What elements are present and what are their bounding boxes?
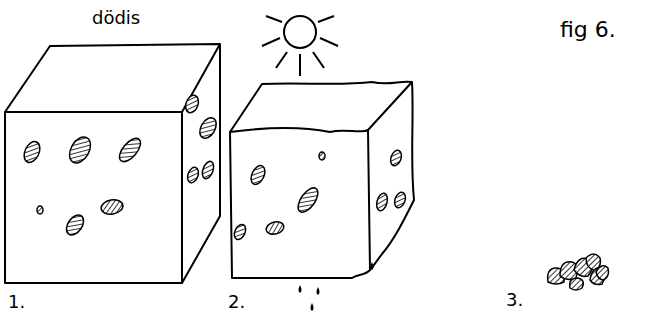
sun (262, 16, 338, 76)
figure-number: fig 6. (560, 18, 616, 42)
step-number: 3. (506, 290, 523, 310)
stone-pile (548, 254, 609, 290)
ice-block-1 (5, 44, 220, 283)
step-number: 2. (228, 292, 245, 312)
meltwater-drops (299, 262, 374, 311)
stones-2 (232, 149, 407, 242)
step-number: 1. (8, 292, 25, 312)
stones-1 (21, 93, 220, 238)
block-label: dödis (92, 8, 140, 28)
ice-block-2 (230, 82, 414, 278)
